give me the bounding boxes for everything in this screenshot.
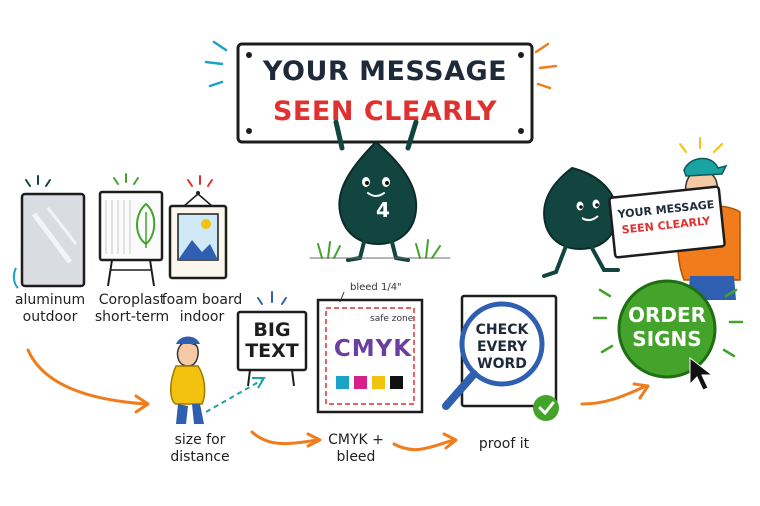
material-name: Coroplast [98,292,166,308]
cursor-icon [689,356,714,391]
text-line: ORDER [627,303,707,327]
material-foam-board: foam board indoor [154,292,250,326]
order-button-shape [617,279,717,379]
swatch-cyan [336,376,349,389]
text-line: TEXT [245,340,299,362]
aluminum-sign [20,192,86,288]
big-text-sign [236,310,308,387]
step-3-caption: proof it [478,436,530,452]
material-name: foam board [161,292,243,308]
swatch-black [390,376,403,389]
grass-icon [309,239,451,259]
sparkle-icon [204,40,228,88]
text-line: SIGNS [632,327,702,351]
sparkle-icon [187,175,213,187]
material-use: outdoor [22,309,78,325]
material-use: short-term [94,309,170,325]
swatch-yellow [372,376,385,389]
caption-line-1: CMYK + [328,432,384,448]
text-line: WORD [477,356,527,372]
banner-line-2: SEEN CLEARLY [272,96,498,127]
coroplast-sign [98,190,164,287]
flow-arrows [26,348,650,452]
sparkle-icon [592,288,744,358]
caption-line-1: size for [174,432,226,448]
caption-line-2: bleed [336,449,376,465]
magnifier-icon [442,301,545,410]
bleed-note: bleed 1/4" [350,282,402,293]
step-2-caption: CMYK + bleed [316,432,396,466]
caption-line-2: distance [170,449,230,465]
cmyk-artwork [316,298,424,414]
check-icon [533,395,559,421]
material-use: indoor [179,309,225,325]
step-1-caption: size for distance [150,432,250,466]
sparkle-icon [679,137,723,153]
sparkle-icon [257,291,287,305]
text-line: BIG [253,319,291,341]
main-banner [236,42,534,144]
banner-line-1: YOUR MESSAGE [262,56,508,87]
text-line: CHECK [475,322,529,338]
mini-banner [608,185,726,259]
sparkle-icon [113,173,139,185]
foam-board-sign [168,191,228,280]
sparkle-icon [25,175,51,187]
mascot-drop [333,119,419,262]
safe-zone-note: safe zone [370,314,414,324]
material-aluminum: aluminum outdoor [2,292,98,326]
viewer-person [170,336,206,424]
cmyk-label: CMYK [333,336,413,362]
text-line: EVERY [476,339,528,355]
sparkle-icon [534,42,558,90]
swatch-magenta [354,376,367,389]
material-name: aluminum [14,292,86,308]
mascot-number: 4 [376,198,390,222]
material-coroplast: Coroplast short-term [84,292,180,326]
